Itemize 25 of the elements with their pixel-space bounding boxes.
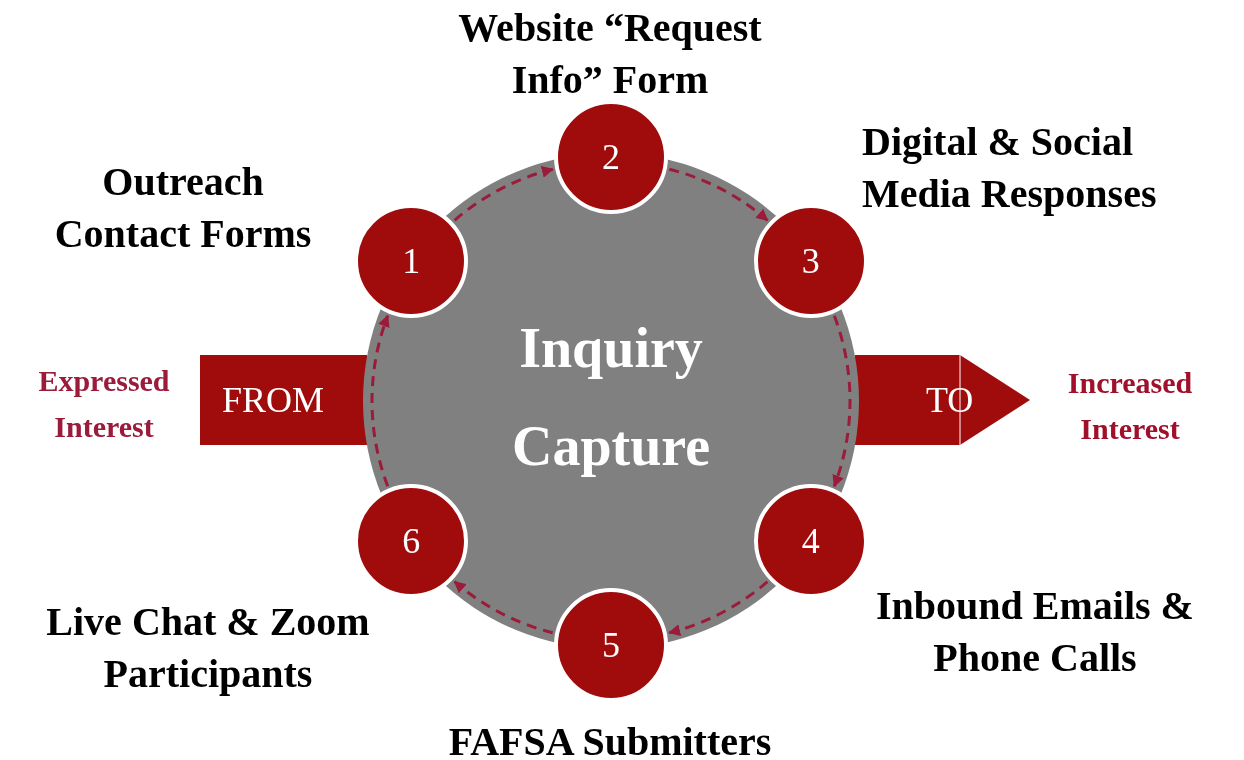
step-label: Outreach Contact Forms xyxy=(53,158,313,258)
step-number: 5 xyxy=(602,624,620,666)
from-band xyxy=(200,355,367,445)
step-number: 1 xyxy=(402,240,421,283)
band-label: FROM xyxy=(222,379,325,421)
step-number: 2 xyxy=(602,136,620,178)
dashed-arrow xyxy=(831,315,852,488)
dashed-arrow xyxy=(668,167,769,222)
center-title: Inquiry Capture xyxy=(510,316,712,479)
step-number: 4 xyxy=(801,519,820,562)
step-label: Expressed Interest xyxy=(37,363,171,445)
arrow-shape xyxy=(855,355,1030,445)
step-label: Live Chat & Zoom Participants xyxy=(45,598,371,698)
dashed-arrow xyxy=(370,314,391,487)
dashed-arrow xyxy=(453,580,554,635)
step-label: Website “Request Info” Form xyxy=(457,4,763,104)
step-label: Inbound Emails & Phone Calls xyxy=(875,582,1195,682)
step-label: Increased Interest xyxy=(1066,365,1194,447)
step-label: Digital & Social Media Responses xyxy=(862,118,1158,218)
step-number: 3 xyxy=(801,240,820,283)
dashed-arrow xyxy=(453,166,554,222)
step-label: FAFSA Submitters xyxy=(447,718,773,760)
dashed-arrow xyxy=(668,580,769,636)
band-label: TO xyxy=(926,379,974,421)
step-number: 6 xyxy=(402,519,421,562)
